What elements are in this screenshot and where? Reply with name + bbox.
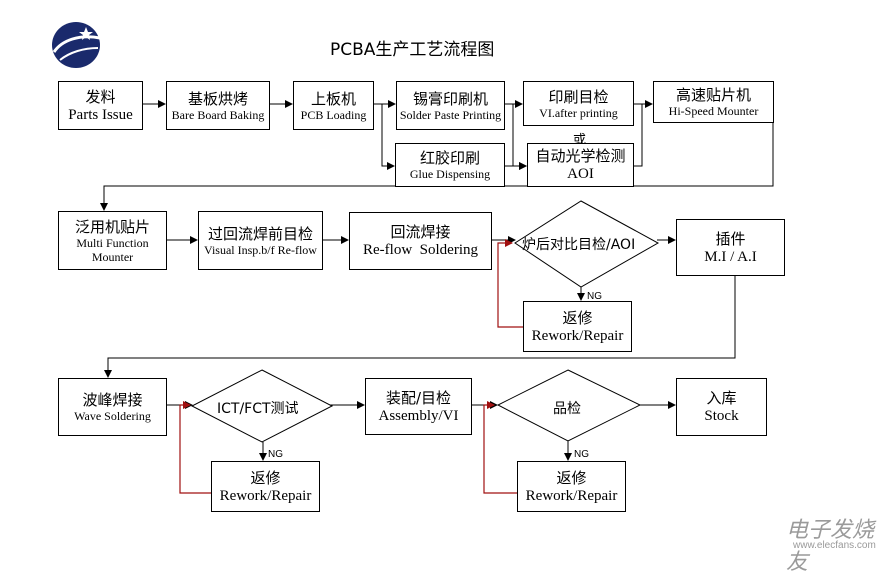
step-en: Glue Dispensing: [409, 167, 491, 181]
step-en: Wave Soldering: [74, 409, 151, 423]
step-cn: 返修: [562, 308, 593, 327]
step-en: Parts Issue: [68, 106, 133, 123]
quality-check-label: 品检: [553, 401, 581, 417]
step-cn: 红胶印刷: [419, 149, 480, 167]
step-hi-speed-mounter: 高速贴片机 Hi-Speed Mounter: [653, 81, 774, 123]
step-en: Rework/Repair: [219, 487, 312, 504]
diamond-ict-fct: [190, 369, 334, 443]
step-en: Stock: [704, 408, 739, 424]
step-cn: 发料: [85, 87, 116, 106]
step-rework-repair-3: 返修 Rework/Repair: [517, 461, 626, 512]
step-en: M.I / A.I: [704, 248, 757, 265]
step-en: PCB Loading: [300, 107, 367, 122]
step-en: VI.after printing: [539, 105, 618, 120]
step-en: AOI: [567, 166, 594, 182]
rework-line-3: [483, 401, 517, 494]
ng-label: NG: [587, 291, 602, 302]
step-cn: 高速贴片机: [675, 86, 751, 104]
rework-line-1: [497, 239, 523, 328]
step-en: Re-flow Soldering: [363, 242, 478, 258]
step-pcb-loading: 上板机 PCB Loading: [293, 81, 374, 130]
step-en: Rework/Repair: [531, 327, 624, 344]
flowchart: PCBA生产工艺流程图 发料 Parts Issue 基板烘烤 Bare Boa…: [52, 22, 876, 575]
step-cn: 过回流焊前目检: [207, 224, 313, 243]
step-assembly-vi: 装配/目检 Assembly/VI: [365, 378, 472, 435]
step-cn: 自动光学检测: [535, 147, 626, 165]
step-cn: 锡膏印刷机: [412, 89, 488, 108]
ict-fct-label: ICT/FCT测试: [217, 401, 299, 417]
arrow-aoi-to-mounter: [634, 104, 643, 167]
step-rework-repair-2: 返修 Rework/Repair: [211, 461, 320, 512]
step-cn: 回流焊接: [390, 223, 451, 241]
step-visual-insp-before-reflow: 过回流焊前目检 Visual Insp.b/f Re-flow: [198, 211, 323, 270]
step-aoi: 自动光学检测 AOI: [527, 143, 634, 187]
step-cn: 返修: [556, 468, 587, 487]
step-en: Solder Paste Printing: [399, 107, 502, 122]
step-cn: 插件: [715, 229, 746, 248]
step-vi-after-printing: 印刷目检 VI.after printing: [523, 81, 634, 126]
step-cn: 装配/目检: [385, 388, 452, 407]
step-cn: 基板烘烤: [187, 89, 248, 108]
step-reflow-soldering: 回流焊接 Re-flow Soldering: [349, 212, 492, 270]
diamond-furnace-check: [514, 200, 660, 288]
step-cn: 波峰焊接: [82, 391, 143, 409]
step-en: Visual Insp.b/f Re-flow: [204, 242, 317, 257]
step-parts-issue: 发料 Parts Issue: [58, 81, 143, 130]
step-cn: 印刷目检: [548, 87, 609, 106]
step-bare-board-baking: 基板烘烤 Bare Board Baking: [166, 81, 270, 130]
step-en-line2: Mounter: [91, 249, 134, 264]
step-rework-repair-1: 返修 Rework/Repair: [523, 301, 632, 352]
step-multi-function-mounter: 泛用机贴片 Multi Function Mounter: [58, 211, 167, 270]
ng-label: NG: [268, 449, 283, 460]
step-insertion: 插件 M.I / A.I: [676, 219, 785, 276]
step-glue-dispensing: 红胶印刷 Glue Dispensing: [395, 143, 505, 187]
page-title: PCBA生产工艺流程图: [330, 40, 495, 60]
arrow-loading-to-glue: [381, 104, 395, 170]
ng-label: NG: [574, 449, 589, 460]
step-en: Assembly/VI: [378, 407, 459, 424]
rework-line-2: [179, 401, 211, 494]
step-en: Bare Board Baking: [171, 107, 265, 122]
step-stock: 入库 Stock: [676, 378, 767, 436]
furnace-check-label: 炉后对比目检/AOI: [522, 237, 636, 253]
flow-connectors: [52, 22, 774, 494]
step-cn: 上板机: [310, 89, 356, 108]
step-en: Rework/Repair: [525, 487, 618, 504]
step-solder-paste-printing: 锡膏印刷机 Solder Paste Printing: [396, 81, 505, 130]
step-cn: 返修: [250, 468, 281, 487]
watermark-url: www.elecfans.com: [793, 540, 876, 551]
step-cn: 入库: [706, 389, 737, 407]
step-wave-soldering: 波峰焊接 Wave Soldering: [58, 378, 167, 436]
step-en: Hi-Speed Mounter: [668, 104, 759, 118]
diamond-quality-check: [496, 369, 642, 442]
step-en-line1: Multi Function: [76, 235, 149, 250]
arrow-row2-to-row3: [104, 276, 736, 378]
step-cn: 泛用机贴片: [74, 217, 150, 236]
logo-icon: [52, 22, 101, 68]
